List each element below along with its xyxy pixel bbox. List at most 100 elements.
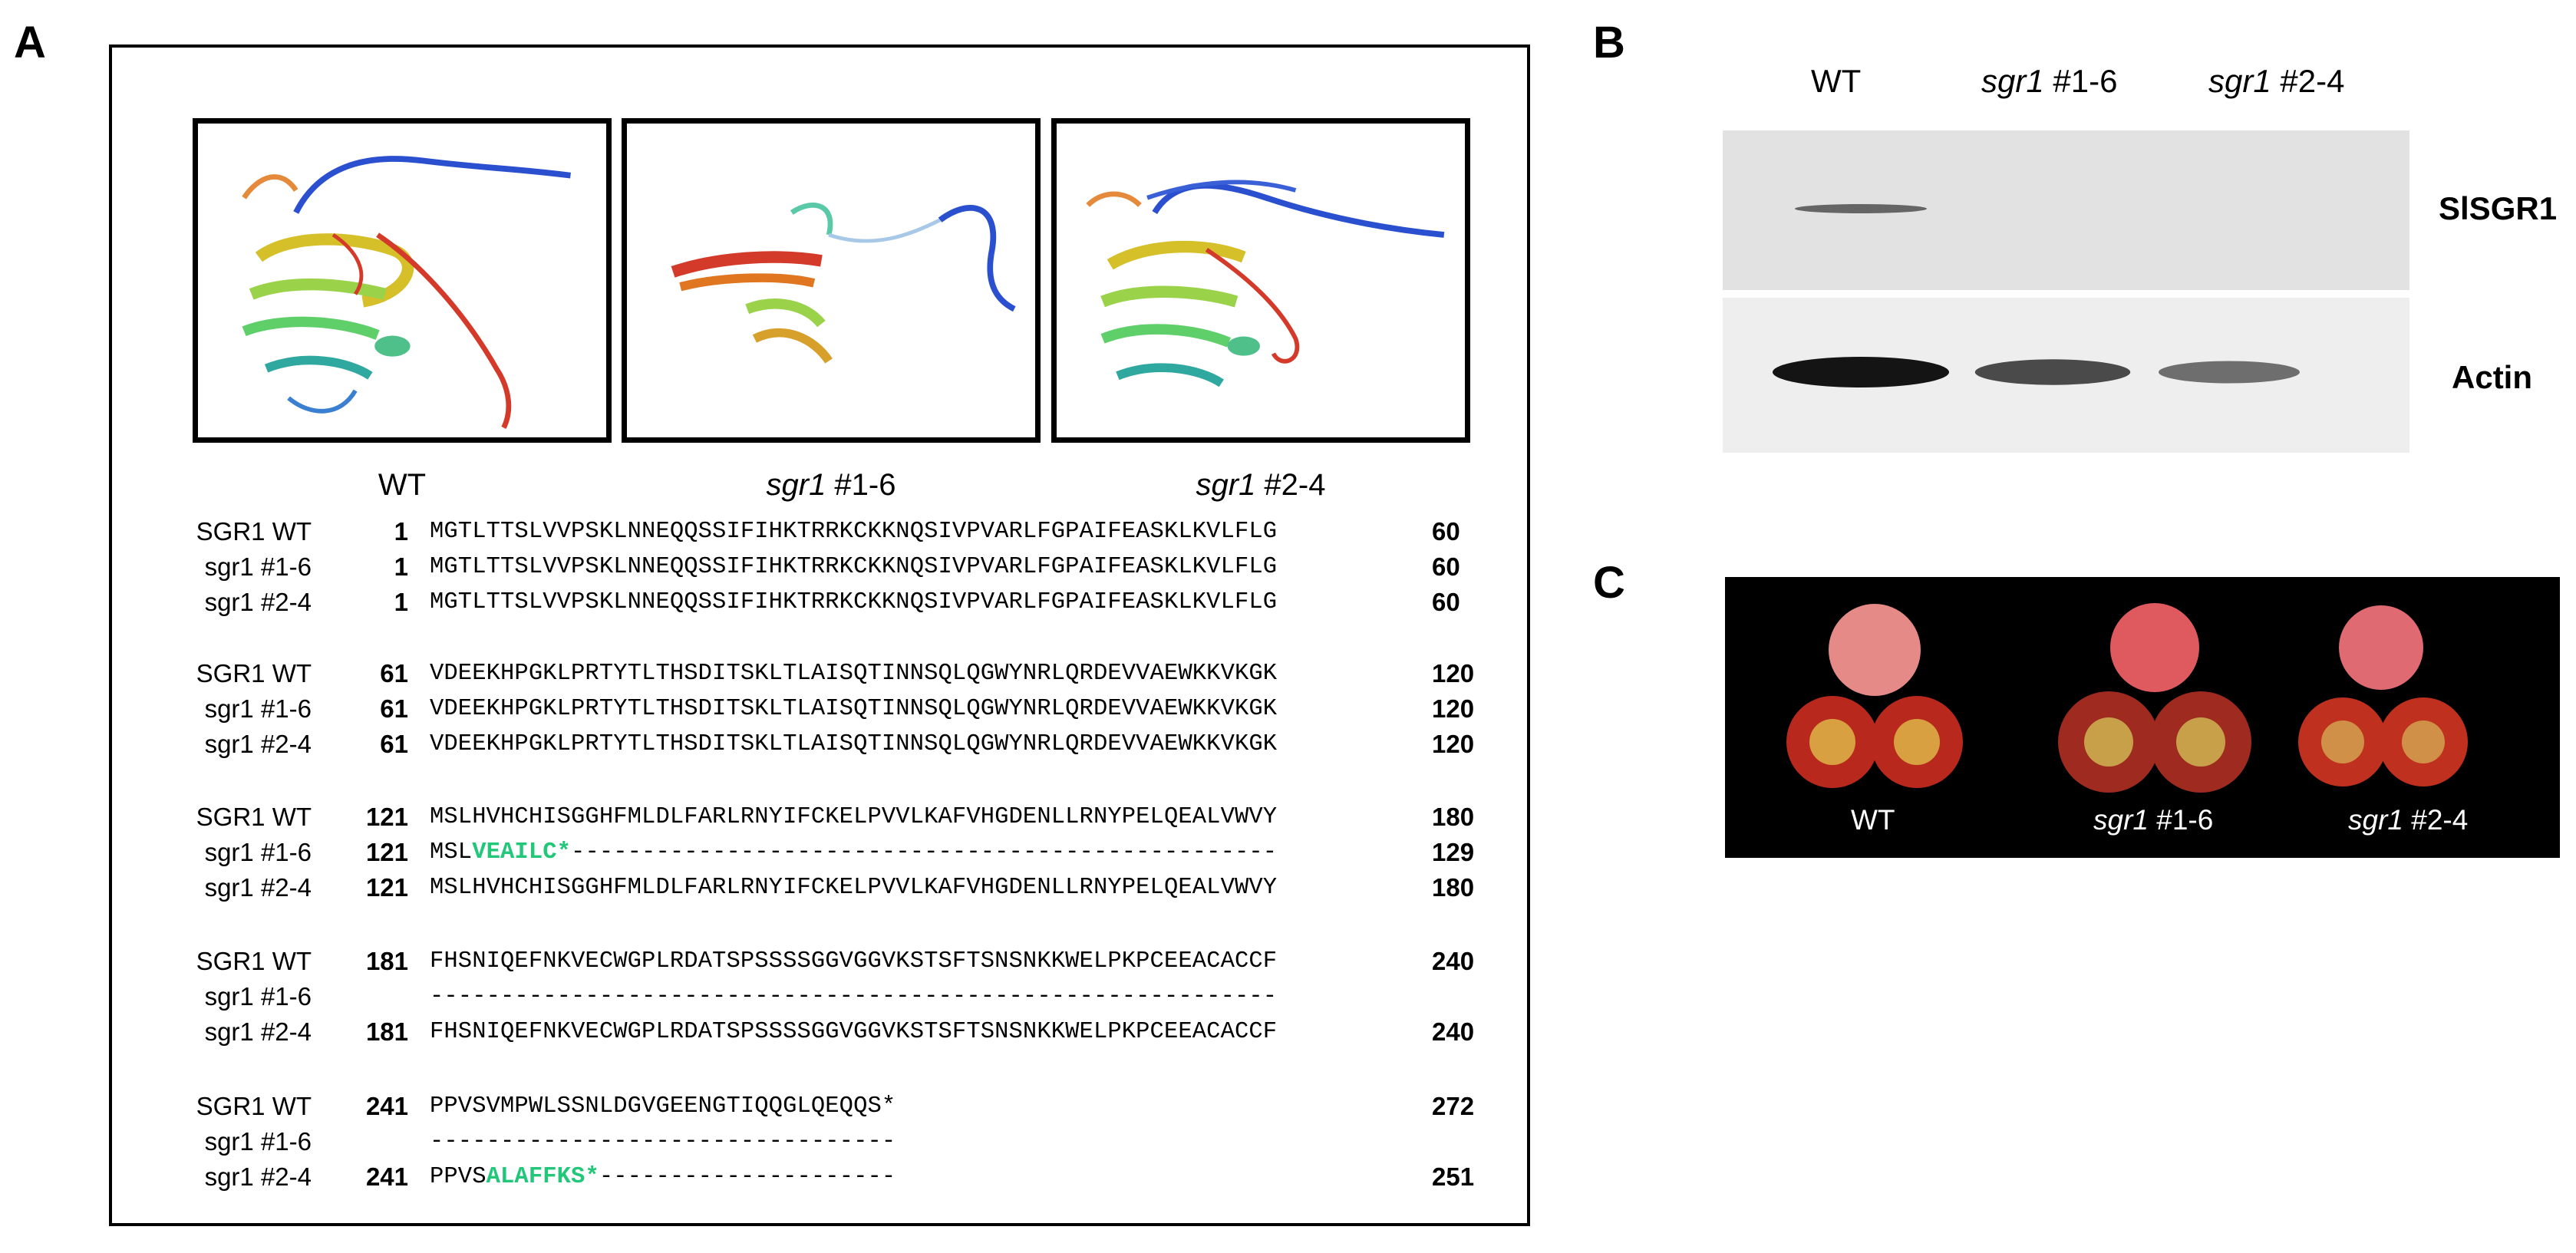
alignment-row-name: SGR1 WT [196,517,312,546]
structure-sgr1-1-6 [622,118,1041,443]
sequence-residues: PPVSVMPWLSSNLDGVGEENGTIQQGLQEQQS* [430,1093,896,1119]
alignment-end-position: 60 [1432,588,1460,616]
alignment-sequence: MSLHVHCHISGGHFMLDLFARLRNYIFCKELPVVLKAFVH… [430,800,1277,835]
alignment-row-name: SGR1 WT [196,659,312,688]
alignment-sequence: MGTLTTSLVVPSKLNNEQQSSIFIHKTRRKCKKNQSIVPV… [430,514,1277,549]
frameshift-residues: VEAILC* [472,839,572,866]
blot-lane-label-wt: WT [1811,63,1862,99]
alignment-sequence: FHSNIQEFNKVECWGPLRDATSPSSSSGGVGGVKSTSFTS… [430,944,1277,979]
alignment-end-position: 120 [1432,730,1475,758]
alignment-start-position: 61 [380,730,408,758]
blot-band-label-actin: Actin [2452,359,2532,395]
alignment-row: sgr1 #1-6 1 MGTLTTSLVVPSKLNNEQQSSIFIHKTRRK… [112,549,1524,585]
photo-label-wt: WT [1851,804,1895,836]
alignment-sequence: ----------------------------------------… [430,979,1277,1014]
panel-label-a: A [14,18,46,68]
alignment-end-position: 120 [1432,659,1475,688]
blot-band [1773,357,1949,387]
alignment-row-name: sgr1 #2-4 [204,1162,312,1191]
structure-label-sgr1-2-4: sgr1 #2-4 [1196,468,1326,502]
alignment-row-name: sgr1 #1-6 [204,694,312,723]
sequence-residues: MGTLTTSLVVPSKLNNEQQSSIFIHKTRRKCKKNQSIVPV… [430,554,1278,580]
alignment-row: SGR1 WT 241 PPVSVMPWLSSNLDGVGEENGTIQQGLQEQ… [112,1089,1524,1124]
alignment-start-position: 121 [365,803,408,831]
alignment-end-position: 180 [1432,803,1475,831]
tomato-photo [1725,577,2560,858]
frameshift-residues: ALAFFKS* [486,1164,599,1190]
protein-structure-wt-image [242,156,571,429]
panel-label-b: B [1593,18,1625,68]
alignment-start-position: 61 [380,659,408,688]
blot-band [1794,203,1928,214]
alignment-end-position: 240 [1432,1017,1475,1046]
alignment-start-position: 181 [365,1017,408,1046]
alignment-row-name: SGR1 WT [196,947,312,975]
alignment-start-position: 1 [394,517,408,546]
sequence-residues: VDEEKHPGKLPRTYTLTHSDITSKLTLAISQTINNSQLQG… [430,696,1278,722]
alignment-row-name: sgr1 #1-6 [204,552,312,581]
alignment-row: sgr1 #1-6 121 MSLVEAILC*------------------… [112,835,1524,870]
alignment-sequence: VDEEKHPGKLPRTYTLTHSDITSKLTLAISQTINNSQLQG… [430,691,1277,727]
alignment-row-name: sgr1 #2-4 [204,588,312,616]
alignment-sequence: MGTLTTSLVVPSKLNNEQQSSIFIHKTRRKCKKNQSIVPV… [430,549,1277,585]
tomato-fruit-image [1786,603,2468,793]
structure-label-sgr1-1-6: sgr1 #1-6 [766,468,896,502]
alignment-row-name: sgr1 #1-6 [204,982,312,1011]
alignment-start-position: 121 [365,873,408,902]
blot-band [1974,359,2131,385]
blot-lane-label-sgr1-2-4: sgr1 #2-4 [2208,63,2345,99]
sequence-residues: MSLHVHCHISGGHFMLDLFARLRNYIFCKELPVVLKAFVH… [430,804,1278,830]
alignment-sequence: MSLVEAILC*------------------------------… [430,835,1277,870]
alignment-end-position: 272 [1432,1092,1475,1120]
alignment-row: SGR1 WT 1 MGTLTTSLVVPSKLNNEQQSSIFIHKTRRKCK… [112,514,1524,549]
sequence-residues: FHSNIQEFNKVECWGPLRDATSPSSSSGGVGGVKSTSFTS… [430,948,1278,974]
alignment-end-position: 180 [1432,873,1475,902]
alignment-start-position: 1 [394,552,408,581]
sequence-residues: MSL [430,839,473,866]
alignment-sequence: VDEEKHPGKLPRTYTLTHSDITSKLTLAISQTINNSQLQG… [430,656,1277,691]
alignment-row: sgr1 #2-4 181 FHSNIQEFNKVECWGPLRDATSPSSSSG… [112,1014,1524,1050]
alignment-row: sgr1 #2-4 241 PPVSALAFFKS*----------------… [112,1159,1524,1195]
alignment-row: sgr1 #1-6-------------------------------… [112,1124,1524,1159]
alignment-row-name: sgr1 #2-4 [204,1017,312,1046]
sequence-residues: VDEEKHPGKLPRTYTLTHSDITSKLTLAISQTINNSQLQG… [430,661,1278,687]
alignment-row: sgr1 #1-6 61 VDEEKHPGKLPRTYTLTHSDITSKLTLAI… [112,691,1524,727]
alignment-start-position: 241 [365,1162,408,1191]
structure-label-wt: WT [378,468,427,502]
alignment-sequence: MSLHVHCHISGGHFMLDLFARLRNYIFCKELPVVLKAFVH… [430,870,1277,905]
alignment-start-position: 241 [365,1092,408,1120]
blot-band-label-slsgr1: SlSGR1 [2439,190,2558,226]
alignment-row-name: SGR1 WT [196,1092,312,1120]
alignment-row-name: sgr1 #1-6 [204,1127,312,1156]
protein-structure-sgr1-1-6-image [671,203,1016,364]
alignment-sequence: FHSNIQEFNKVECWGPLRDATSPSSSSGGVGGVKSTSFTS… [430,1014,1277,1050]
structure-wt [193,118,612,443]
sequence-residues: MGTLTTSLVVPSKLNNEQQSSIFIHKTRRKCKKNQSIVPV… [430,519,1278,545]
sequence-residues: MSLHVHCHISGGHFMLDLFARLRNYIFCKELPVVLKAFVH… [430,875,1278,901]
photo-label-sgr1-1-6: sgr1 #1-6 [2093,804,2214,836]
photo-label-sgr1-2-4: sgr1 #2-4 [2348,804,2469,836]
blot-lane-label-sgr1-1-6: sgr1 #1-6 [1981,63,2118,99]
structure-sgr1-2-4 [1051,118,1470,443]
panel-label-c: C [1593,558,1625,608]
alignment-end-position: 60 [1432,552,1460,581]
sequence-residues: MGTLTTSLVVPSKLNNEQQSSIFIHKTRRKCKKNQSIVPV… [430,589,1278,615]
alignment-end-position: 251 [1432,1162,1475,1191]
alignment-sequence: PPVSALAFFKS*--------------------- [430,1159,895,1195]
western-blot [1723,130,2409,453]
blot-band [2159,361,2300,384]
alignment-end-position: 120 [1432,694,1475,723]
alignment-end-position: 60 [1432,517,1460,546]
alignment-end-position: 129 [1432,838,1475,866]
alignment-start-position: 121 [365,838,408,866]
alignment-start-position: 61 [380,694,408,723]
alignment-row-name: sgr1 #1-6 [204,838,312,866]
alignment-start-position: 181 [365,947,408,975]
sequence-residues: PPVS [430,1164,487,1190]
alignment-row: sgr1 #1-6 -------------------------------… [112,979,1524,1014]
